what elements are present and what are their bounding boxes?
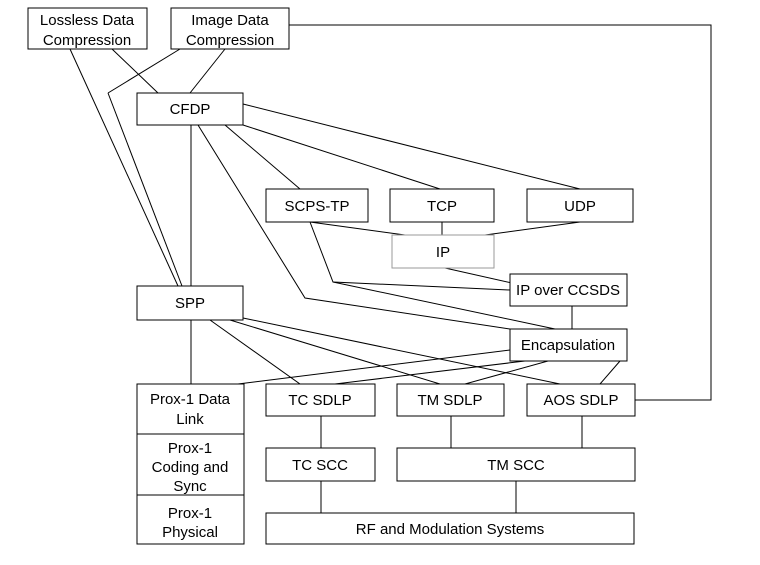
node-label-line: Image Data <box>191 12 269 29</box>
node-label: RF and Modulation Systems <box>356 521 544 538</box>
edge-image-aos-sdlp <box>289 24 712 401</box>
node-prox1-data-link: Prox-1 Data Link <box>136 383 245 435</box>
edge-encapsulation-aos-sdlp <box>599 360 621 385</box>
node-label-line: Compression <box>43 32 131 49</box>
node-label: TCP <box>427 198 457 215</box>
node-label: UDP <box>564 198 596 215</box>
node-label: Encapsulation <box>521 337 615 354</box>
edge-spp-tm-sdlp <box>229 319 441 385</box>
node-label-line: Prox-1 Data <box>150 391 231 408</box>
edge-cfdp-encapsulation <box>197 124 511 330</box>
edge-encapsulation-prox1-data-link <box>237 349 511 385</box>
node-cfdp: CFDP <box>136 92 244 126</box>
edge-lossless-spp <box>69 48 179 287</box>
node-label: TM SDLP <box>417 392 482 409</box>
node-aos-sdlp: AOS SDLP <box>526 383 636 417</box>
node-label: TC SCC <box>292 457 348 474</box>
edge-image-spp-lower <box>107 92 183 287</box>
edge-cfdp-scps-tp <box>224 124 301 190</box>
edge-spp-tc-sdlp <box>209 319 301 385</box>
edge-encapsulation-tm-sdlp <box>464 360 549 385</box>
edge-lossless-cfdp <box>111 48 159 94</box>
node-label-line: Sync <box>173 478 207 495</box>
node-prox1-coding-and-sync: Prox-1 Coding and Sync <box>136 433 245 496</box>
edge-spp-aos-sdlp <box>242 317 561 385</box>
node-ip-over-ccsds: IP over CCSDS <box>509 273 628 307</box>
node-label: TC SDLP <box>288 392 351 409</box>
node-image-data-compression: Image Data Compression <box>170 7 290 50</box>
edge-udp-ip <box>484 221 581 236</box>
node-label-line: Lossless Data <box>40 12 135 29</box>
edge-cfdp-udp <box>242 103 581 190</box>
edge-scps-tp-ip <box>309 221 406 236</box>
edge-scps-tp-encapsulation <box>332 281 556 330</box>
node-udp: UDP <box>526 188 634 223</box>
node-label: IP over CCSDS <box>516 282 620 299</box>
node-label-line: Coding and <box>152 459 229 476</box>
node-rf-and-modulation-systems: RF and Modulation Systems <box>265 512 635 545</box>
edge-cfdp-tcp <box>242 124 441 190</box>
node-label: CFDP <box>170 101 211 118</box>
edge-ip-ip-over-ccsds <box>444 267 513 284</box>
node-ip: IP <box>391 234 495 269</box>
connector-lines <box>69 24 712 513</box>
node-label-line: Compression <box>186 32 274 49</box>
node-tc-scc: TC SCC <box>265 447 376 482</box>
node-label: IP <box>436 244 450 261</box>
node-label: SPP <box>175 295 205 312</box>
edge-encapsulation-tc-sdlp <box>334 360 526 385</box>
node-prox1-physical: Prox-1 Physical <box>136 494 245 545</box>
edge-image-spp <box>107 48 181 94</box>
node-label: AOS SDLP <box>543 392 618 409</box>
node-label: SCPS-TP <box>284 198 349 215</box>
node-encapsulation: Encapsulation <box>509 328 628 362</box>
node-label-line: Link <box>176 411 204 428</box>
node-tc-sdlp: TC SDLP <box>265 383 376 417</box>
node-scps-tp: SCPS-TP <box>265 188 369 223</box>
node-label: TM SCC <box>487 457 545 474</box>
node-tm-scc: TM SCC <box>396 447 636 482</box>
node-lossless-data-compression: Lossless Data Compression <box>27 7 148 50</box>
edge-image-cfdp <box>189 48 226 94</box>
node-label-line: Prox-1 <box>168 440 212 457</box>
node-label-line: Prox-1 <box>168 505 212 522</box>
node-label-line: Physical <box>162 524 218 541</box>
node-tm-sdlp: TM SDLP <box>396 383 505 417</box>
node-tcp: TCP <box>389 188 495 223</box>
node-spp: SPP <box>136 285 244 321</box>
